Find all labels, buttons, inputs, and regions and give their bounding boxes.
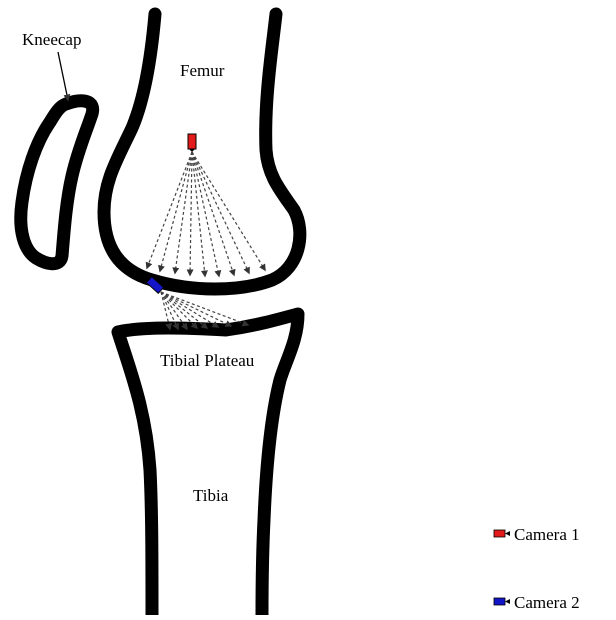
camera-1-ray (190, 152, 192, 275)
camera-1-sensor (188, 134, 196, 152)
camera-1-ray (192, 152, 205, 276)
camera-2-ray (161, 292, 248, 325)
kneecap-pointer-arrow (58, 52, 68, 100)
femur-label: Femur (180, 61, 225, 80)
legend-item-camera-1: Camera 1 (494, 525, 580, 544)
tibial-plateau-label: Tibial Plateau (160, 351, 255, 370)
camera-1-ray (192, 152, 249, 273)
legend-label-camera-2: Camera 2 (514, 593, 580, 612)
legend-label-camera-1: Camera 1 (514, 525, 580, 544)
camera-2-ray (161, 292, 231, 326)
camera-1-rays (147, 152, 265, 276)
camera-icon (494, 530, 510, 537)
tibia-label: Tibia (193, 486, 229, 505)
camera-icon (494, 598, 510, 605)
legend: Camera 1 Camera 2 (494, 525, 580, 612)
camera-1-ray (175, 152, 192, 273)
kneecap-label: Kneecap (22, 30, 81, 49)
camera-1-ray (147, 152, 192, 268)
kneecap-outline (21, 101, 93, 264)
camera-1-ray (192, 152, 219, 276)
legend-item-camera-2: Camera 2 (494, 593, 580, 612)
camera-1-ray (160, 152, 192, 271)
